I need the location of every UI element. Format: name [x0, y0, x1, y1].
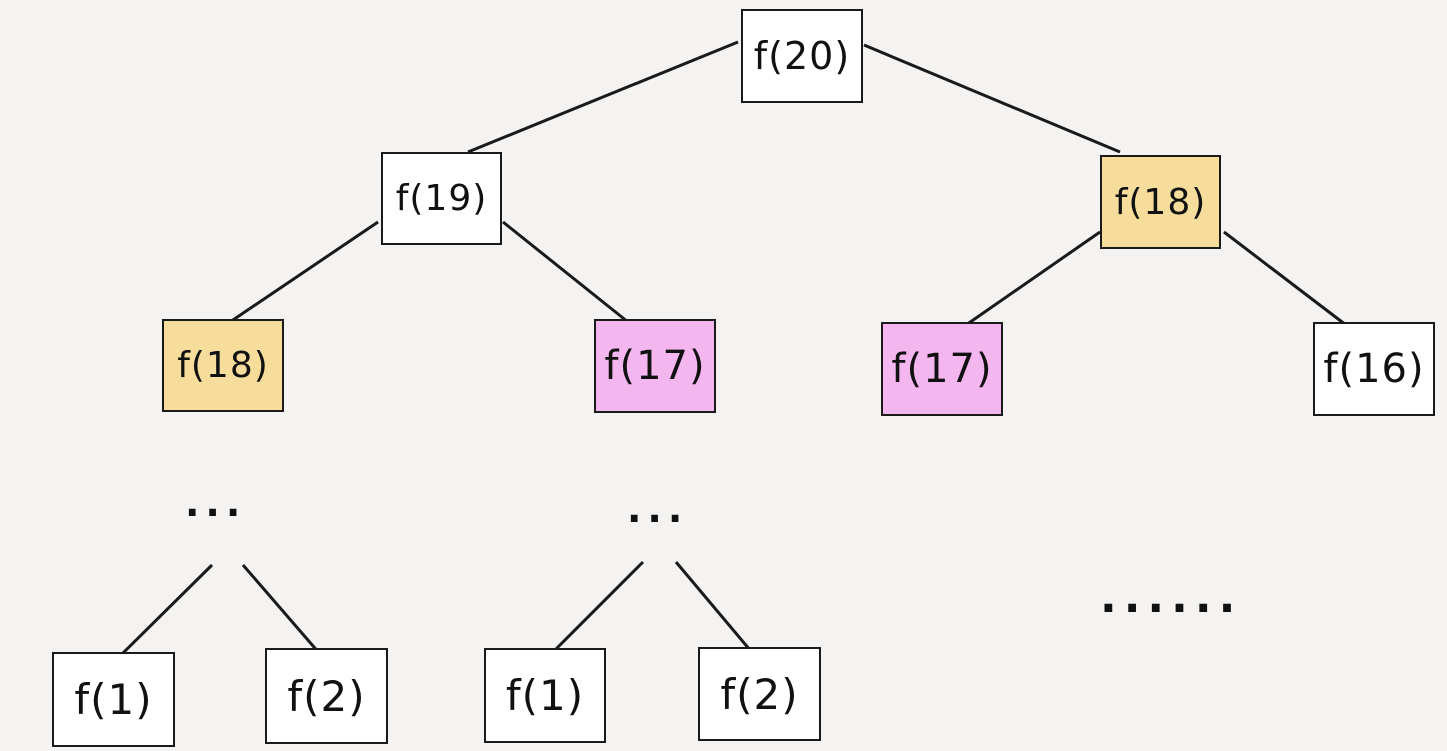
node-f17-left: f(17) [594, 319, 716, 413]
node-f16: f(16) [1313, 322, 1435, 416]
edge-f18-f16 [1223, 230, 1347, 327]
leaf-f1-middle: f(1) [484, 648, 606, 743]
edge-dots-mid-f2 [674, 561, 752, 651]
ellipsis-right: ...... [1100, 572, 1243, 623]
node-f18-right: f(18) [1100, 155, 1221, 249]
edge-f20-f18 [863, 43, 1121, 154]
node-f20: f(20) [741, 9, 863, 103]
leaf-f2-middle: f(2) [698, 647, 821, 741]
edge-f20-f19 [467, 40, 739, 154]
edge-f19-f18 [229, 220, 379, 324]
ellipsis-middle: ... [627, 487, 689, 531]
node-f18-left: f(18) [162, 319, 284, 412]
edge-f18-f17 [965, 230, 1101, 327]
node-f19: f(19) [381, 152, 502, 245]
edge-f19-f17 [502, 220, 629, 324]
node-f17-right: f(17) [881, 322, 1003, 416]
edge-dots-mid-f1 [553, 560, 645, 652]
edge-dots-left-f1 [120, 563, 214, 656]
leaf-f1-left: f(1) [52, 652, 175, 747]
leaf-f2-left: f(2) [265, 648, 388, 744]
edge-dots-left-f2 [241, 564, 322, 655]
ellipsis-left: ... [185, 481, 247, 525]
